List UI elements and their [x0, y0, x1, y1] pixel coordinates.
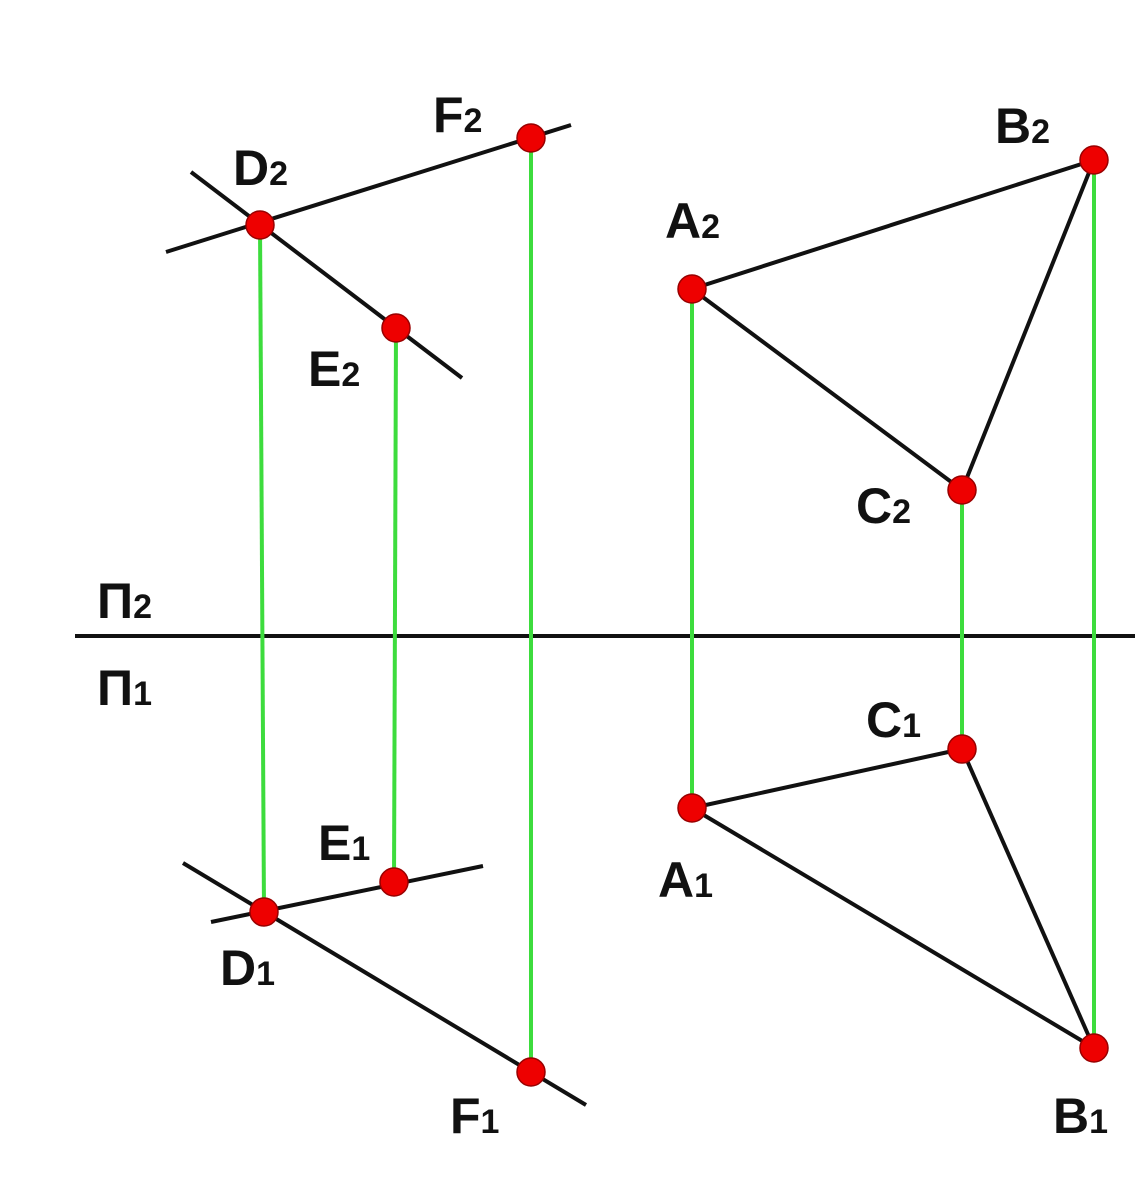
point-a2-marker	[677, 274, 707, 304]
label-b2: B2	[995, 98, 1050, 154]
point-markers	[245, 123, 1109, 1087]
point-d1-marker	[249, 897, 279, 927]
point-b1-marker	[1079, 1033, 1109, 1063]
label-c1: C1	[866, 692, 921, 748]
triangle2-a-b	[691, 158, 1095, 291]
labels: Π2 Π1 D2 F2 E2 A2 B2 C2 C1 E1	[97, 87, 1108, 1144]
point-a1-marker	[677, 793, 707, 823]
triangle1-c-b	[960, 748, 1096, 1049]
label-d1: D1	[220, 940, 275, 996]
label-a1: A1	[658, 852, 713, 908]
label-f2: F2	[433, 87, 482, 143]
triangle2-b-c	[960, 159, 1096, 491]
point-f1-marker	[516, 1057, 546, 1087]
label-e2: E2	[308, 341, 360, 397]
point-c2-marker	[947, 475, 977, 505]
label-c2: C2	[856, 478, 911, 534]
line-d2-f2	[165, 123, 572, 254]
point-e2-marker	[381, 313, 411, 343]
triangle2-c-a	[690, 287, 964, 492]
triangle1-b-a	[690, 806, 1096, 1050]
point-f2-marker	[516, 123, 546, 153]
plane-label-lower: Π1	[97, 660, 152, 716]
triangle1-a-c	[691, 747, 963, 810]
line-d2-e2	[189, 170, 464, 380]
link-E	[392, 327, 398, 883]
link-D	[258, 224, 266, 913]
geometry-lines	[165, 123, 1096, 1107]
label-f1: F1	[450, 1088, 499, 1144]
label-e1: E1	[318, 815, 370, 871]
label-b1: B1	[1053, 1088, 1108, 1144]
label-d2: D2	[233, 140, 288, 196]
point-e1-marker	[379, 867, 409, 897]
point-c1-marker	[947, 734, 977, 764]
point-d2-marker	[245, 210, 275, 240]
label-a2: A2	[665, 193, 720, 249]
projection-links	[258, 138, 1096, 1072]
point-b2-marker	[1079, 145, 1109, 175]
plane-label-upper: Π2	[97, 573, 152, 629]
